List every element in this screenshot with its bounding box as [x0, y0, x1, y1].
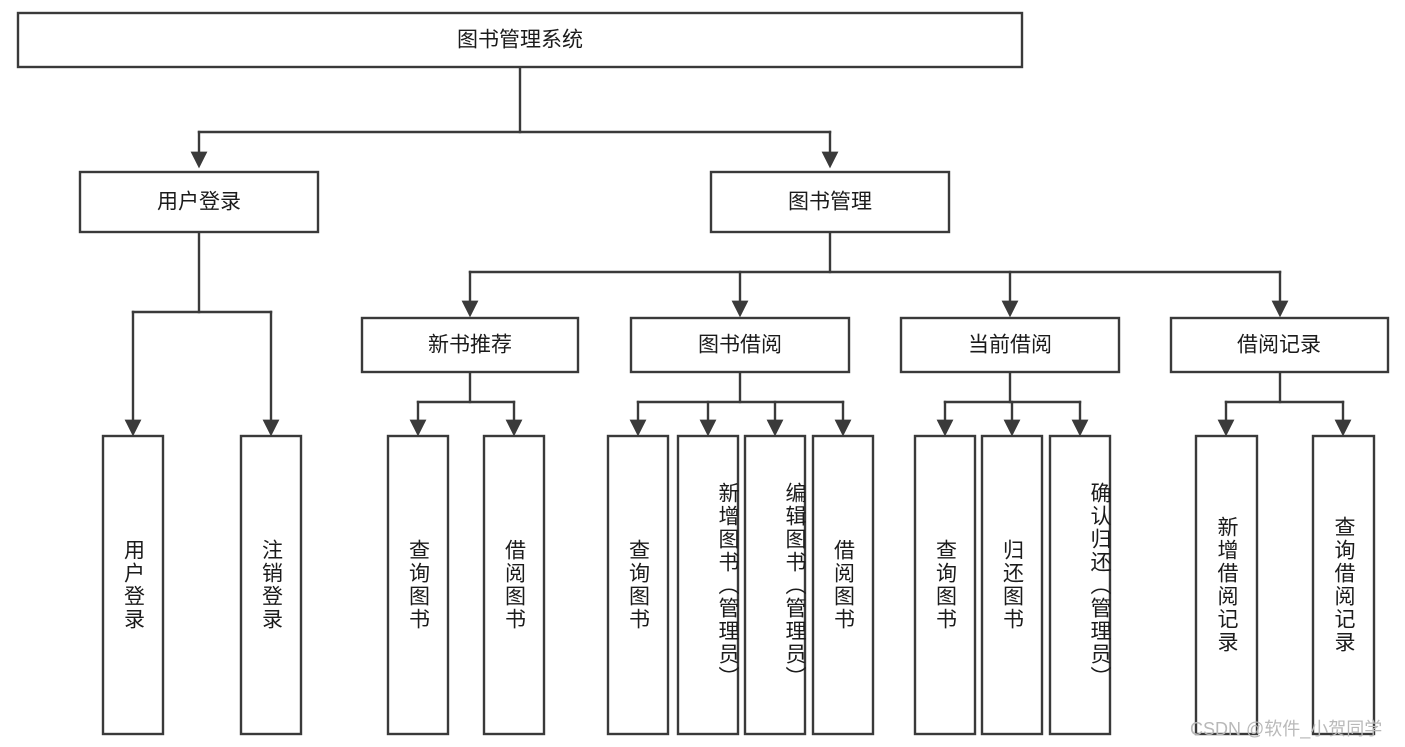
csdn-watermark: CSDN @软件_小贺同学 [1190, 719, 1383, 739]
node-leaf-logout[interactable] [239, 434, 303, 736]
node-user-login-label: 用户登录 [157, 191, 241, 214]
node-leaf-user-login[interactable] [101, 434, 165, 736]
node-leaf-query-book-1[interactable] [386, 434, 450, 736]
node-leaf-borrow-book-1[interactable] [482, 434, 546, 736]
node-borrow-record[interactable] [1169, 316, 1390, 374]
connector-layer [124, 65, 1352, 437]
node-root-label: 图书管理系统 [457, 29, 583, 52]
node-current-borrow-label: 当前借阅 [968, 334, 1052, 357]
node-book-borrow-label: 图书借阅 [698, 334, 782, 357]
node-leaf-edit-book[interactable] [743, 434, 807, 736]
node-leaf-confirm-return[interactable] [1048, 434, 1112, 736]
node-leaf-query-record[interactable] [1311, 434, 1376, 736]
node-borrow-record-label: 借阅记录 [1237, 334, 1321, 357]
node-leaf-borrow-book-2[interactable] [811, 434, 875, 736]
node-user-login[interactable] [78, 170, 320, 234]
node-new-book-recommend-label: 新书推荐 [428, 334, 512, 357]
node-leaf-return-book[interactable] [980, 434, 1044, 736]
node-leaf-add-record[interactable] [1194, 434, 1259, 736]
node-layer: 图书管理系统 用户登录 图书管理 新书推荐 图书借阅 当前借阅 借阅记录 [16, 11, 1390, 736]
node-book-management[interactable] [709, 170, 951, 234]
node-new-book-recommend[interactable] [360, 316, 580, 374]
node-leaf-query-book-2[interactable] [606, 434, 670, 736]
node-book-borrow[interactable] [629, 316, 851, 374]
node-leaf-query-book-3[interactable] [913, 434, 977, 736]
node-root[interactable] [16, 11, 1024, 69]
node-current-borrow[interactable] [899, 316, 1121, 374]
node-book-management-label: 图书管理 [788, 191, 872, 214]
node-leaf-add-book[interactable] [676, 434, 740, 736]
